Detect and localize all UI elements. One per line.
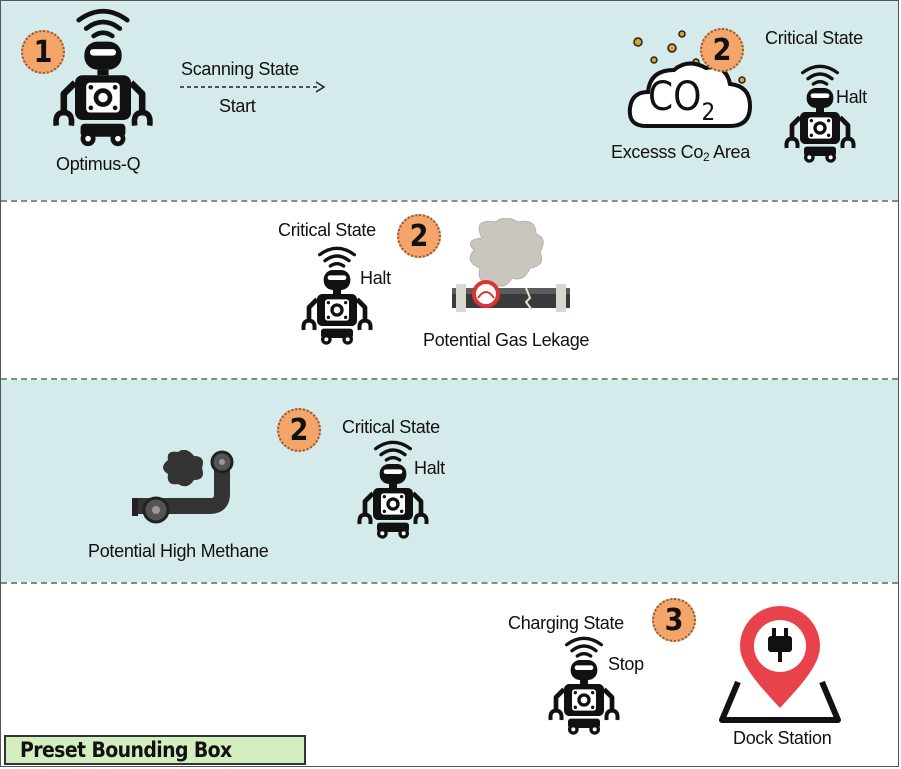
step-badge-2: 2 xyxy=(700,28,744,72)
step-badge-2: 2 xyxy=(397,214,441,258)
zone-boundary xyxy=(1,378,898,380)
dashed-arrow-icon xyxy=(180,81,326,93)
halt-action-label: Halt xyxy=(836,87,867,107)
robot-icon xyxy=(44,8,162,148)
step-badge-1: 1 xyxy=(21,30,65,74)
co2-cloud-icon xyxy=(627,30,753,128)
methane-pipe-icon xyxy=(132,450,234,524)
stop-action-label: Stop xyxy=(608,654,644,674)
gas-leak-pipe-icon xyxy=(452,218,570,312)
charging-state-label: Charging State xyxy=(508,613,624,633)
zone-boundary xyxy=(1,582,898,584)
co2-cloud-text: CO2 xyxy=(648,74,716,126)
step-badge-2: 2 xyxy=(277,408,321,452)
co2-area-label: Excesss Co2 Area xyxy=(611,142,750,164)
robot-name-label: Optimus-Q xyxy=(56,154,141,174)
robot-icon xyxy=(542,636,626,736)
halt-action-label: Halt xyxy=(360,268,391,288)
start-action-label: Start xyxy=(219,96,256,116)
gas-leakage-label: Potential Gas Lekage xyxy=(423,330,590,350)
robot-icon xyxy=(296,246,378,346)
robot-icon xyxy=(352,440,434,540)
zone-boundary xyxy=(1,200,898,202)
legend-preset-bounding-box: Preset Bounding Box xyxy=(4,735,306,765)
critical-state-label: Critical State xyxy=(278,220,376,240)
critical-state-label: Critical State xyxy=(765,28,863,48)
dock-station-label: Dock Station xyxy=(733,728,832,748)
robot-icon xyxy=(780,64,860,164)
step-badge-3: 3 xyxy=(652,598,696,642)
methane-label: Potential High Methane xyxy=(88,541,269,561)
zone-band-methane xyxy=(1,380,898,582)
scanning-state-label: Scanning State xyxy=(181,59,299,79)
zone-band-gas xyxy=(1,202,898,378)
critical-state-label: Critical State xyxy=(342,417,440,437)
halt-action-label: Halt xyxy=(414,458,445,478)
dock-pin-icon xyxy=(719,606,841,723)
